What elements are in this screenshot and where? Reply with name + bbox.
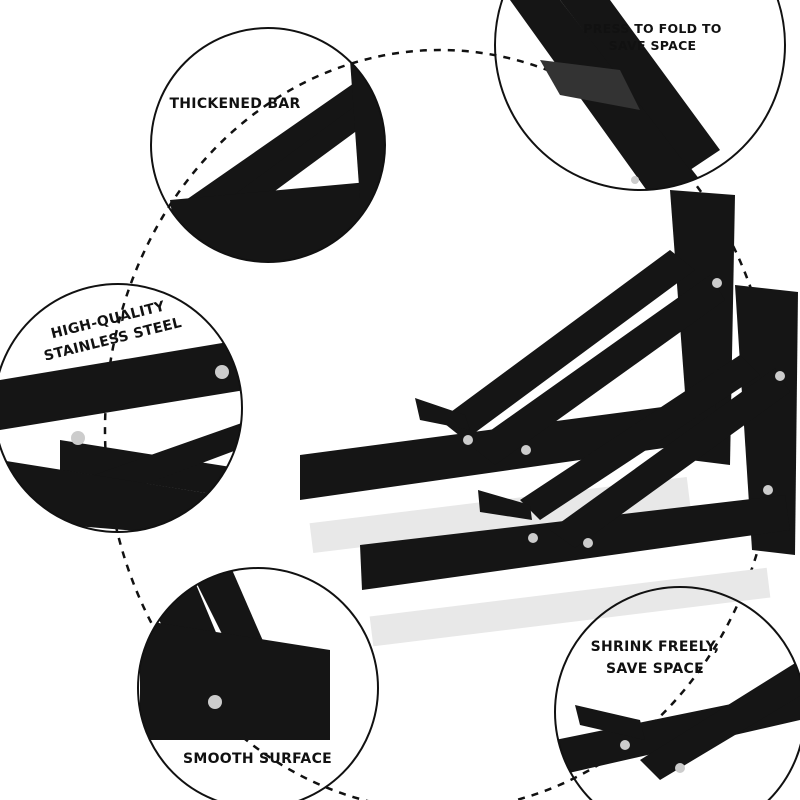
bracket-back — [300, 190, 735, 554]
detail-press-to-fold — [510, 0, 720, 190]
callout-circle-shrink-freely — [554, 586, 800, 800]
detail-stainless-steel — [0, 340, 242, 532]
detail-shrink-freely — [555, 660, 800, 780]
detail-thickened-bar — [151, 60, 385, 262]
label-press-to-fold: PRESS TO FOLD TO SAVE SPACE — [580, 20, 725, 54]
label-shrink-freely: SHRINK FREELY, SAVE SPACE — [580, 636, 730, 680]
callout-circle-press-to-fold — [494, 0, 786, 191]
label-line: SAVE SPACE — [608, 38, 697, 53]
callout-circle-smooth-surface — [137, 567, 379, 800]
label-line: PRESS TO FOLD TO — [583, 21, 722, 36]
callout-circle-stainless-steel — [0, 283, 243, 533]
label-thickened-bar: THICKENED BAR — [169, 96, 301, 112]
label-smooth-surface: SMOOTH SURFACE — [182, 751, 333, 767]
rivets — [463, 278, 785, 548]
label-line: SAVE SPACE — [606, 661, 704, 677]
detail-smooth-surface — [140, 568, 330, 740]
callout-circle-thickened-bar — [150, 27, 386, 263]
label-line: SHRINK FREELY, — [590, 639, 720, 655]
